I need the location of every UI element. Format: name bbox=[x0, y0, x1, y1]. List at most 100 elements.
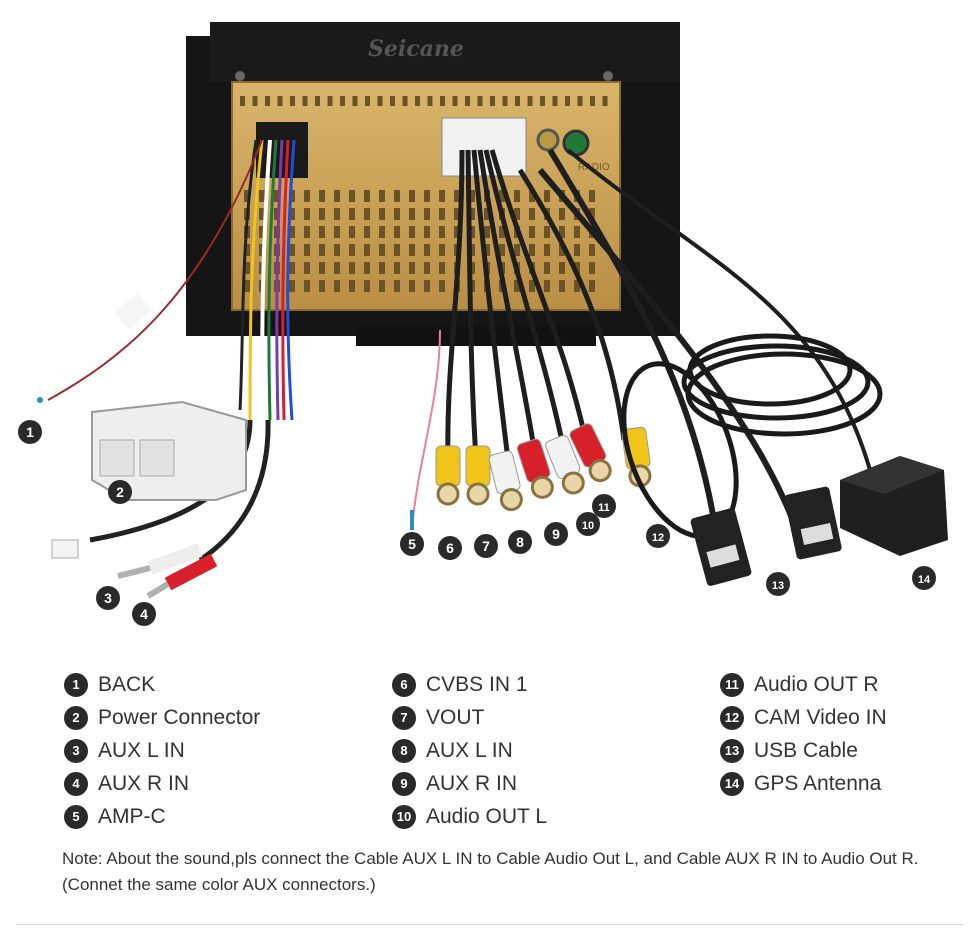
svg-text:8: 8 bbox=[516, 534, 524, 550]
vent-slot bbox=[409, 244, 415, 256]
legend-badge: 14 bbox=[720, 771, 744, 796]
vent-slot bbox=[289, 244, 295, 256]
wiring-diagram: Seicane RADIO bbox=[18, 22, 948, 626]
callout-badge-3: 3 bbox=[96, 586, 120, 610]
svg-text:14: 14 bbox=[918, 574, 931, 586]
legend-badge: 8 bbox=[392, 738, 416, 763]
vent-slot bbox=[349, 226, 355, 238]
gps-antenna bbox=[681, 333, 948, 556]
legend-badge: 9 bbox=[392, 771, 416, 796]
legend-item-aux-r-in: 4 AUX R IN bbox=[64, 767, 260, 800]
aux-rca-pair bbox=[117, 543, 218, 599]
vent-slot bbox=[439, 208, 445, 220]
legend-item-gps-antenna: 14 GPS Antenna bbox=[720, 767, 887, 800]
legend-badge: 13 bbox=[720, 738, 744, 763]
vent-slot bbox=[527, 96, 533, 106]
vent-slot bbox=[379, 262, 385, 274]
vent-slot bbox=[409, 280, 415, 292]
vent-slot bbox=[529, 244, 535, 256]
legend-label: BACK bbox=[98, 672, 156, 696]
legend-item-audio-out-l: 10 Audio OUT L bbox=[392, 800, 547, 833]
vent-slot bbox=[364, 244, 370, 256]
vent-slot bbox=[319, 208, 325, 220]
connection-note: Note: About the sound,pls connect the Ca… bbox=[62, 849, 919, 894]
callout-badge-5: 5 bbox=[400, 532, 424, 556]
vent-slot bbox=[365, 96, 370, 106]
vent-slot bbox=[469, 208, 475, 220]
power-connector bbox=[91, 400, 247, 501]
vent-slot bbox=[304, 244, 310, 256]
vent-slot bbox=[454, 208, 460, 220]
legend-item-power-connector: 2 Power Connector bbox=[64, 701, 260, 734]
callout-badge-9: 9 bbox=[544, 522, 568, 546]
vent-slot bbox=[559, 262, 565, 274]
vent-slot bbox=[415, 96, 420, 106]
legend-label: GPS Antenna bbox=[754, 771, 882, 795]
vent-slot bbox=[259, 208, 265, 220]
legend-item-audio-out-r: 11 Audio OUT R bbox=[720, 668, 887, 701]
vent-slot bbox=[589, 244, 595, 256]
vent-slot bbox=[394, 280, 400, 292]
vent-slot bbox=[484, 208, 490, 220]
vent-slot bbox=[319, 226, 325, 238]
legend-badge: 2 bbox=[64, 705, 88, 730]
vent-slot bbox=[289, 280, 295, 292]
legend-badge: 4 bbox=[64, 771, 88, 796]
vent-slot bbox=[552, 96, 558, 106]
vent-slot bbox=[304, 280, 310, 292]
svg-text:6: 6 bbox=[446, 540, 454, 556]
vent-slot bbox=[424, 280, 430, 292]
callout-badge-11: 11 bbox=[592, 494, 616, 518]
vent-slot bbox=[379, 244, 385, 256]
vent-slot bbox=[577, 96, 583, 106]
legend-label: VOUT bbox=[426, 705, 485, 729]
vent-slot bbox=[349, 262, 355, 274]
vent-slot bbox=[277, 96, 283, 106]
vent-slot bbox=[409, 226, 415, 238]
vent-slot bbox=[334, 280, 340, 292]
vent-slot bbox=[289, 262, 295, 274]
vent-slot bbox=[334, 208, 340, 220]
vent-slot bbox=[394, 244, 400, 256]
vent-slot bbox=[304, 208, 310, 220]
vent-slot bbox=[259, 244, 265, 256]
vent-slot bbox=[544, 190, 550, 202]
vent-slot bbox=[379, 190, 385, 202]
vent-slot bbox=[304, 262, 310, 274]
vent-slot bbox=[302, 96, 308, 106]
callout-badge-14: 14 bbox=[912, 566, 936, 590]
vent-slot bbox=[469, 244, 475, 256]
legend-label: AUX L IN bbox=[98, 738, 185, 762]
vent-slot bbox=[319, 244, 325, 256]
svg-text:2: 2 bbox=[116, 484, 124, 500]
callout-badge-13: 13 bbox=[766, 572, 790, 596]
svg-text:3: 3 bbox=[104, 590, 112, 606]
vent-slot bbox=[364, 208, 370, 220]
vent-slot bbox=[529, 208, 535, 220]
vent-slot bbox=[477, 96, 483, 106]
vent-slot bbox=[602, 96, 608, 106]
head-unit: Seicane RADIO bbox=[186, 22, 680, 346]
vent-slot bbox=[244, 190, 250, 202]
vent-slot bbox=[499, 244, 505, 256]
vent-slot bbox=[427, 96, 433, 106]
vent-slot bbox=[289, 208, 295, 220]
legend-item-aux-l-in: 3 AUX L IN bbox=[64, 734, 260, 767]
back-wire-tip bbox=[37, 397, 43, 403]
legend-label: AUX R IN bbox=[426, 771, 518, 795]
vent-slot bbox=[349, 244, 355, 256]
vent-slot bbox=[465, 96, 470, 106]
vent-slot bbox=[490, 96, 495, 106]
vent-slot bbox=[424, 244, 430, 256]
vent-slot bbox=[315, 96, 320, 106]
vent-slot bbox=[559, 208, 565, 220]
vent-slot bbox=[424, 226, 430, 238]
vent-slot bbox=[589, 280, 595, 292]
vent-slot bbox=[334, 190, 340, 202]
rca-plug bbox=[435, 445, 461, 506]
legend-badge: 1 bbox=[64, 672, 88, 697]
vent-slot bbox=[559, 244, 565, 256]
rca-plug bbox=[569, 423, 612, 483]
vent-slot bbox=[424, 208, 430, 220]
